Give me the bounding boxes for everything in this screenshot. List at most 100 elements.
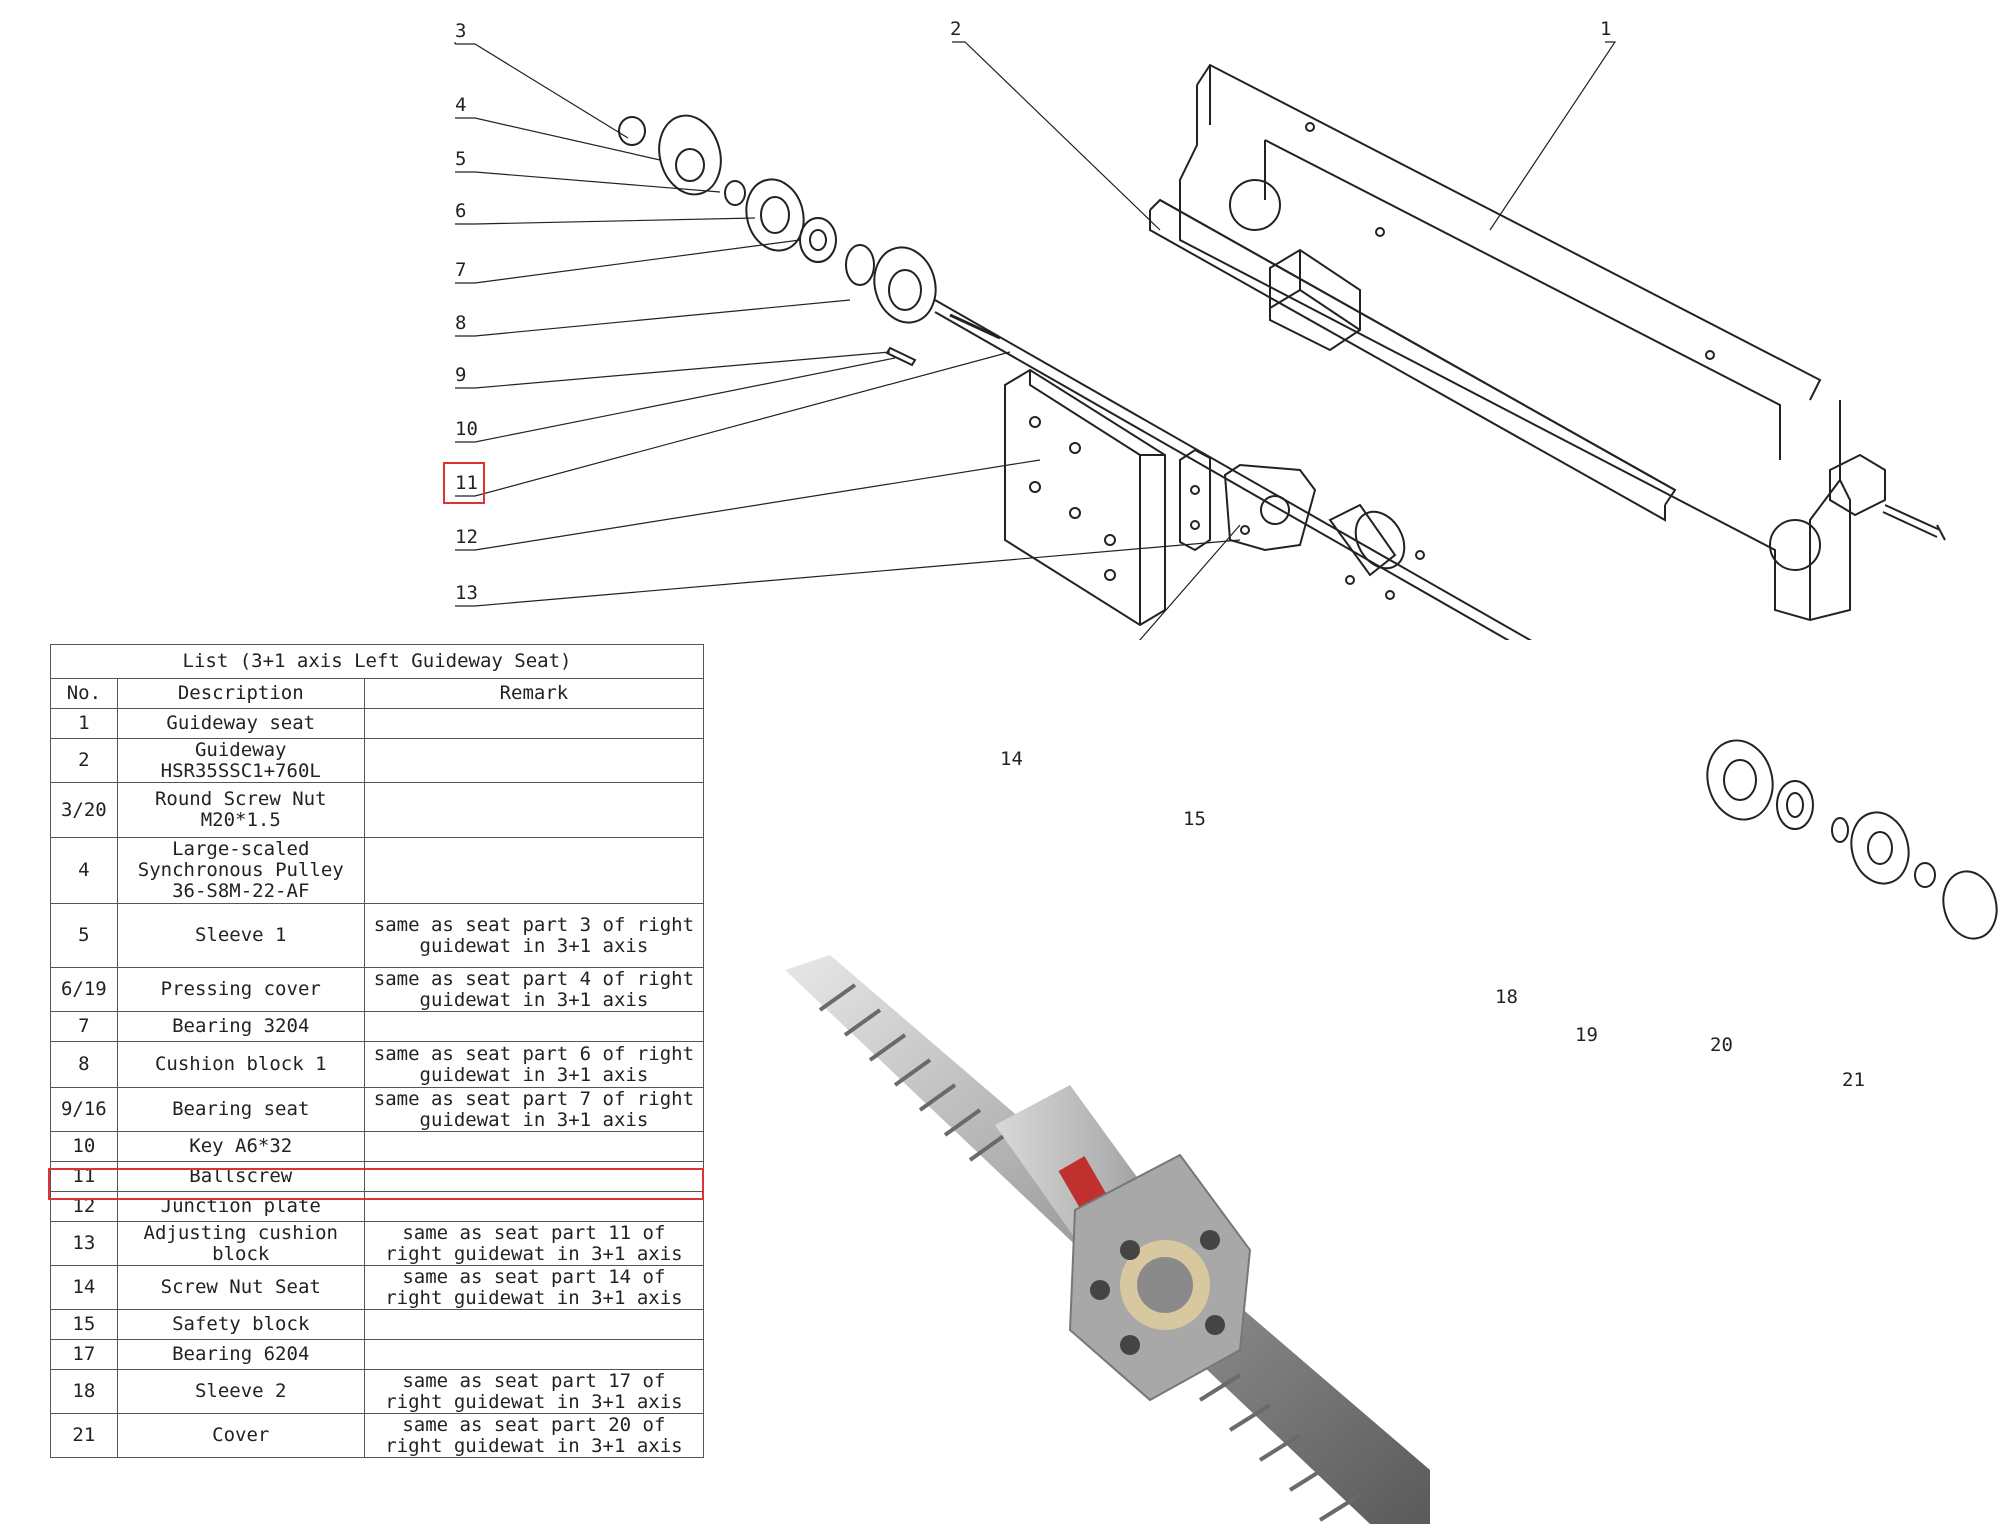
callout-19: 19 [1575, 1024, 1598, 1046]
table-row: 7 Bearing 3204 [50, 1011, 705, 1042]
callout-12: 12 [455, 526, 478, 548]
row-description: Ballscrew [116, 1161, 365, 1192]
callout-7: 7 [455, 259, 467, 281]
row-description: Round Screw Nut M20*1.5 [116, 782, 365, 838]
table-row: 2 Guideway HSR35SSC1+760L [50, 738, 705, 783]
row-remark [363, 1191, 705, 1222]
row-no: 12 [50, 1191, 118, 1222]
exploded-assembly-drawing [454, 41, 1946, 640]
ballscrew-product-photo [785, 955, 1430, 1524]
row-remark: same as seat part 6 of right guidewat in… [363, 1041, 705, 1088]
row-no: 10 [50, 1131, 118, 1162]
header-remark: Remark [363, 678, 705, 709]
row-no: 2 [50, 738, 118, 783]
row-remark [363, 1011, 705, 1042]
row-remark [363, 1309, 705, 1340]
row-no: 1 [50, 708, 118, 739]
callout-2: 2 [950, 18, 962, 40]
row-description: Bearing 6204 [116, 1339, 365, 1370]
callout-10: 10 [455, 418, 478, 440]
row-no: 8 [50, 1041, 118, 1088]
callout-15: 15 [1183, 808, 1206, 830]
table-row: 6/19 Pressing cover same as seat part 4 … [50, 967, 705, 1012]
callout-11-highlight-box [443, 462, 485, 504]
row-no: 6/19 [50, 967, 118, 1012]
callout-11: 11 [455, 472, 478, 494]
callout-20: 20 [1710, 1034, 1733, 1056]
row-remark: same as seat part 4 of right guidewat in… [363, 967, 705, 1012]
row-description: Junction plate [116, 1191, 365, 1222]
table-row: 5 Sleeve 1 same as seat part 3 of right … [50, 903, 705, 968]
row-description: Key A6*32 [116, 1131, 365, 1162]
row-remark: same as seat part 20 of right guidewat i… [363, 1413, 705, 1458]
row-remark: same as seat part 3 of right guidewat in… [363, 903, 705, 968]
row-description: Cushion block 1 [116, 1041, 365, 1088]
row-remark [363, 1161, 705, 1192]
callout-8: 8 [455, 312, 467, 334]
row-remark: same as seat part 7 of right guidewat in… [363, 1087, 705, 1132]
row-no: 11 [50, 1161, 118, 1192]
row-no: 14 [50, 1265, 118, 1310]
row-description: Guideway HSR35SSC1+760L [116, 738, 365, 783]
callout-9: 9 [455, 364, 467, 386]
row-remark: same as seat part 17 of right guidewat i… [363, 1369, 705, 1414]
table-title: List (3+1 axis Left Guideway Seat) [50, 644, 704, 679]
row-remark: same as seat part 14 of right guidewat i… [363, 1265, 705, 1310]
table-row: 1 Guideway seat [50, 708, 705, 739]
end-bracket-outline [1829, 453, 1946, 541]
row-description: Guideway seat [116, 708, 365, 739]
screw-nut-seat-outline [1223, 463, 1317, 552]
table-row: 17 Bearing 6204 [50, 1339, 705, 1370]
row-remark [363, 1339, 705, 1370]
row-remark [363, 837, 705, 904]
parts-list-table: List (3+1 axis Left Guideway Seat) No. D… [50, 644, 705, 1458]
table-row: 13 Adjusting cushion block same as seat … [50, 1221, 705, 1266]
row-remark: same as seat part 11 of right guidewat i… [363, 1221, 705, 1266]
left-end-components-outline [618, 114, 937, 367]
header-no: No. [50, 678, 118, 709]
junction-plate-outline [1004, 368, 1166, 627]
table-row: 21 Cover same as seat part 20 of right g… [50, 1413, 705, 1458]
right-end-components-drawing [1706, 739, 1998, 940]
row-no: 13 [50, 1221, 118, 1266]
row-no: 5 [50, 903, 118, 968]
callout-1: 1 [1600, 18, 1612, 40]
callout-14: 14 [1000, 748, 1023, 770]
row-remark [363, 738, 705, 783]
adjusting-cushion-block-outline [1179, 448, 1211, 552]
leader-lines [454, 41, 1617, 640]
row-no: 15 [50, 1309, 118, 1340]
table-row: 8 Cushion block 1 same as seat part 6 of… [50, 1041, 705, 1088]
row-no: 18 [50, 1369, 118, 1414]
row-no: 17 [50, 1339, 118, 1370]
row-no: 3/20 [50, 782, 118, 838]
callout-6: 6 [455, 200, 467, 222]
row-no: 4 [50, 837, 118, 904]
callout-4: 4 [455, 94, 467, 116]
row-description: Cover [116, 1413, 365, 1458]
row-description: Large-scaled Synchronous Pulley 36-S8M-2… [116, 837, 365, 904]
callout-21: 21 [1842, 1069, 1865, 1091]
row-no: 9/16 [50, 1087, 118, 1132]
row-description: Sleeve 2 [116, 1369, 365, 1414]
row-no: 7 [50, 1011, 118, 1042]
table-row-highlighted: 11 Ballscrew [50, 1161, 705, 1192]
header-description: Description [116, 678, 365, 709]
row-remark [363, 1131, 705, 1162]
row-remark [363, 782, 705, 838]
row-no: 21 [50, 1413, 118, 1458]
table-row: 3/20 Round Screw Nut M20*1.5 [50, 782, 705, 838]
table-row: 15 Safety block [50, 1309, 705, 1340]
table-row: 14 Screw Nut Seat same as seat part 14 o… [50, 1265, 705, 1310]
callout-13: 13 [455, 582, 478, 604]
row-description: Safety block [116, 1309, 365, 1340]
table-row: 10 Key A6*32 [50, 1131, 705, 1162]
ballscrew-nut-outline [1328, 503, 1425, 600]
callout-5: 5 [455, 148, 467, 170]
table-row: 4 Large-scaled Synchronous Pulley 36-S8M… [50, 837, 705, 904]
table-row: 12 Junction plate [50, 1191, 705, 1222]
row-description: Pressing cover [116, 967, 365, 1012]
ballscrew-shaft-outline [934, 299, 1533, 640]
carriage-block-outline [1269, 248, 1361, 352]
guideway-seat-outline [1179, 63, 1851, 622]
